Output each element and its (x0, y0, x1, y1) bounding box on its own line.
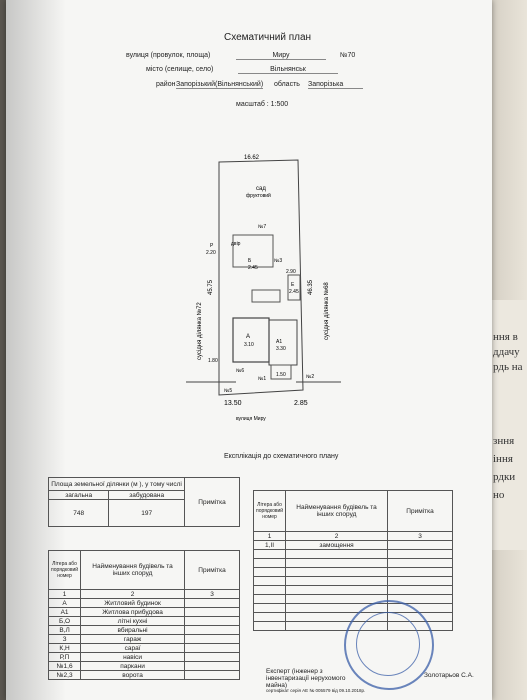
label-no7: №7 (258, 224, 266, 230)
label-a1: А1 (276, 339, 282, 345)
col-letter-2: Літера або порядковий номер (252, 490, 287, 532)
building-v (251, 289, 281, 303)
built-label: забудована (108, 490, 185, 500)
label-no1: №5 (224, 388, 232, 394)
col-note-2: Примітка (387, 490, 453, 532)
building-e (287, 274, 301, 301)
city-label: місто (селище, село) (146, 66, 214, 73)
area-header: Площа земельної ділянки (м ), у тому чис… (48, 477, 185, 491)
label-b: Б (248, 258, 252, 264)
dim-352: 1.50 (276, 372, 286, 378)
note-header: Примітка (184, 477, 240, 527)
right-neighbor: сусідня ділянка №68 (323, 282, 330, 340)
plot-boundary (218, 159, 304, 396)
building-a1 (268, 319, 298, 366)
official-stamp (344, 600, 434, 690)
label-no5: №6 (236, 368, 244, 374)
garden-label: сад (256, 186, 266, 192)
total-value: 748 (47, 499, 110, 527)
document-sheet: Схематичний план вулиця (провулок, площа… (6, 0, 492, 700)
label-no2: №1 (258, 376, 266, 382)
scale-label: масштаб : 1:500 (236, 101, 289, 108)
building-3 (270, 364, 292, 380)
label-a: А (246, 334, 250, 340)
house-number: №70 (340, 52, 356, 59)
region-value: Запорізька (308, 81, 363, 89)
label-e: Е (291, 282, 295, 288)
dim-right: 46.35 (308, 279, 314, 295)
dim-top: 16.62 (244, 155, 260, 161)
label-no6: 1.80 (208, 358, 218, 364)
label-r-dim: 2.20 (206, 250, 216, 256)
dim-left: 45.75 (208, 279, 214, 295)
street-value: Миру (236, 52, 326, 60)
built-value: 197 (108, 499, 185, 527)
page-title: Схематичний план (224, 32, 312, 43)
label-e-dim: 2.45 (289, 289, 299, 295)
expert-name: Золотарьов С.А. (424, 672, 474, 679)
left-neighbor: сусідня ділянка №72 (196, 302, 203, 360)
city-value: Вільнянськ (238, 66, 338, 74)
street-label: вулиця (провулок, площа) (126, 52, 211, 59)
dim-350: 2.90 (286, 269, 296, 275)
district-label: район (156, 81, 176, 88)
label-no3: №2 (306, 374, 314, 380)
dim-bottom-right: 2.85 (294, 400, 308, 407)
label-b-dim: 2.45 (248, 265, 258, 271)
district-value: Запорізький(Вільнянський) (176, 81, 264, 89)
col-name: Найменування будівель та інших споруд (80, 550, 185, 590)
expert-cert: сертифікат серія АЕ № 005579 від 09.10.2… (266, 688, 366, 693)
total-label: загальна (47, 490, 110, 500)
area-table: Площа земельної ділянки (м ), у тому чис… (47, 477, 240, 527)
garden-label-2: фруктовий (246, 192, 271, 199)
street-name: вулиця Миру (236, 416, 266, 422)
expl-title: Експлікація до схематичного плану (224, 453, 339, 460)
expert-label: Експерт (інженер з інвентаризації нерухо… (266, 668, 346, 689)
label-no8: №3 (274, 258, 282, 264)
label-r: Р (210, 243, 214, 249)
region-label: область (274, 81, 300, 88)
yard-label: двір (231, 241, 241, 247)
col-letter: Літера або порядковий номер (47, 550, 82, 590)
label-a-dim: 3.10 (244, 342, 254, 348)
site-plan: 16.62 сад фруктовий №7 двір А 3.10 А1 3.… (186, 155, 341, 422)
col-name-2: Найменування будівель та інших споруд (285, 490, 388, 532)
dim-bottom-left: 13.50 (224, 400, 242, 407)
label-a1-dim: 3.30 (276, 346, 286, 352)
building-b (232, 234, 274, 268)
building-a (232, 317, 270, 363)
col-note: Примітка (184, 550, 240, 590)
